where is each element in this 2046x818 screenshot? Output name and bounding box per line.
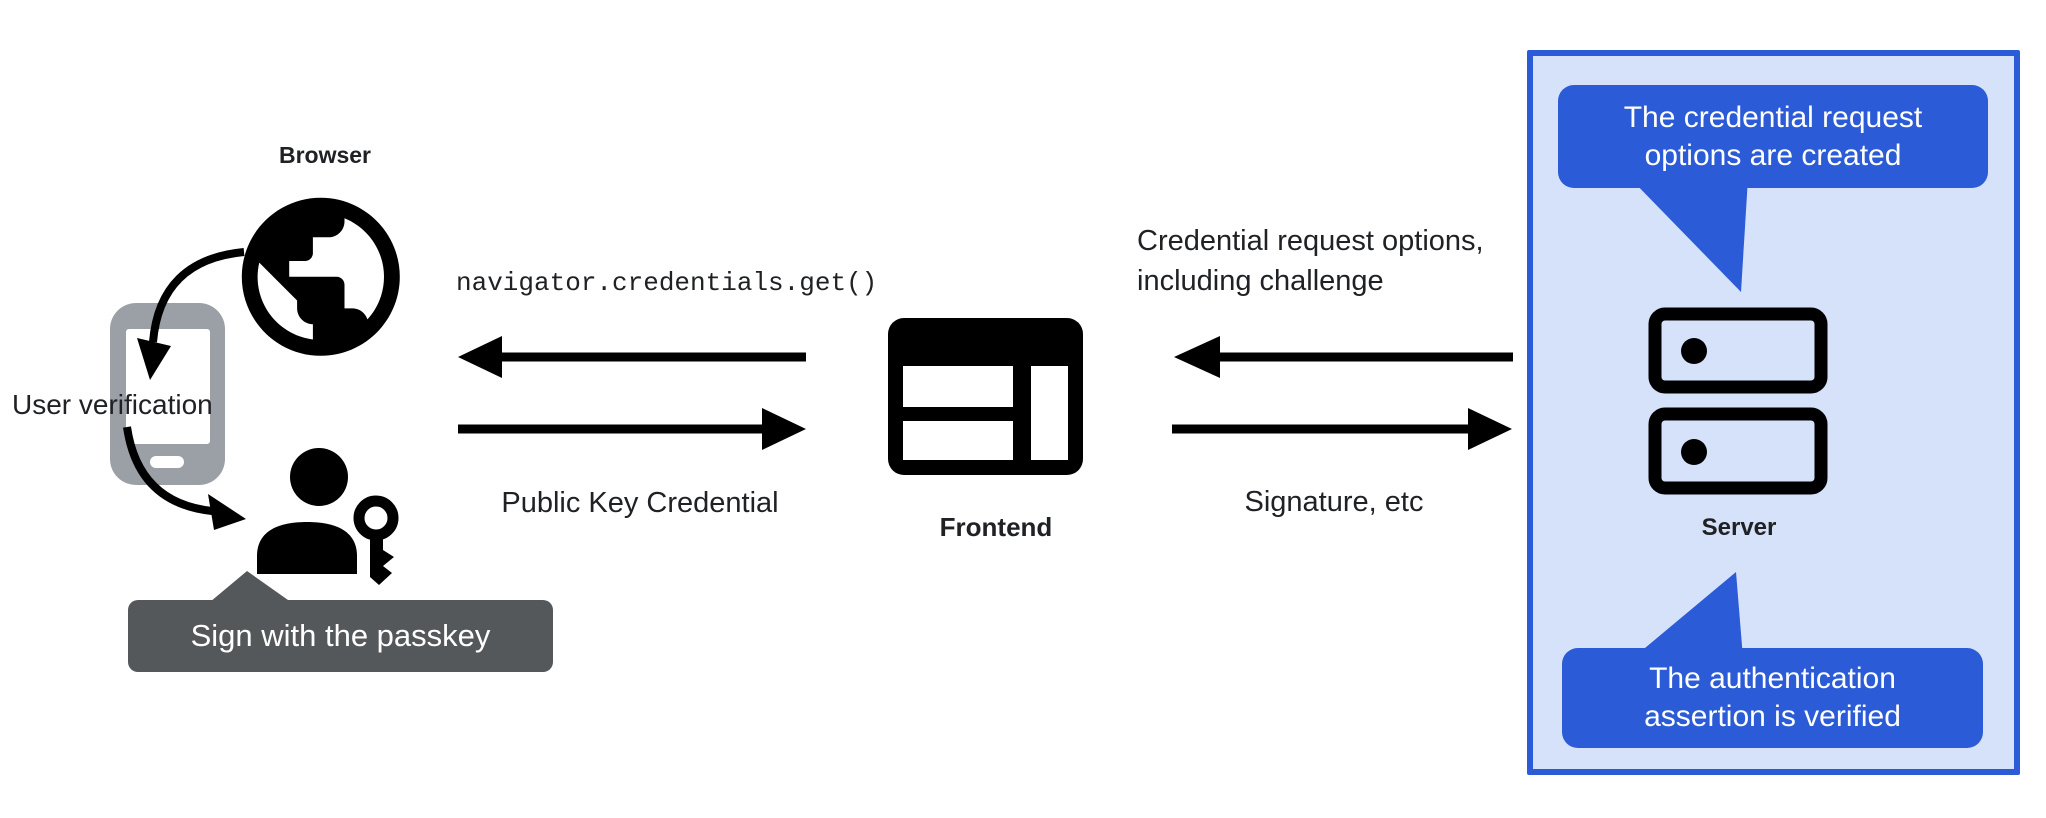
frontend-window-icon bbox=[888, 318, 1083, 475]
curved-arrow-phone-to-user bbox=[123, 426, 246, 530]
public-key-credential-label: Public Key Credential bbox=[501, 487, 779, 519]
browser-label: Browser bbox=[278, 142, 372, 168]
curved-arrow-browser-to-phone bbox=[137, 248, 245, 380]
arrow-browser-to-frontend bbox=[458, 408, 806, 450]
note-bottom-line2: assertion is verified bbox=[1644, 700, 1901, 733]
arrow-frontend-to-server bbox=[1172, 408, 1512, 450]
signature-label: Signature, etc bbox=[1244, 486, 1424, 518]
note-top-line1: The credential request bbox=[1623, 100, 1923, 134]
arrow-frontend-to-browser bbox=[458, 336, 806, 378]
browser-globe-icon bbox=[241, 197, 400, 356]
user-verification-label: User verification bbox=[12, 389, 213, 420]
note-credential-request-created: The credential request options are creat… bbox=[1558, 85, 1988, 188]
user-passkey-icon bbox=[257, 448, 399, 585]
credential-request-line1: Credential request options, bbox=[1137, 225, 1484, 257]
note-top-tail bbox=[1630, 178, 1748, 292]
passkey-tooltip-text: Sign with the passkey bbox=[190, 618, 491, 653]
note-bottom-line1: The authentication bbox=[1649, 662, 1896, 695]
credential-request-label: Credential request options, including ch… bbox=[1137, 221, 1484, 301]
credential-request-line2: including challenge bbox=[1137, 265, 1384, 297]
arrow-server-to-frontend bbox=[1174, 336, 1513, 378]
note-bottom-tail bbox=[1633, 572, 1743, 658]
passkey-tooltip: Sign with the passkey bbox=[128, 600, 553, 672]
note-top-line2: options are created bbox=[1644, 138, 1902, 172]
server-label: Server bbox=[1701, 514, 1777, 541]
api-call-label: navigator.credentials.get() bbox=[456, 268, 878, 298]
note-assertion-verified: The authentication assertion is verified bbox=[1562, 648, 1983, 748]
server-icon bbox=[1648, 307, 1828, 495]
frontend-label: Frontend bbox=[939, 512, 1053, 542]
